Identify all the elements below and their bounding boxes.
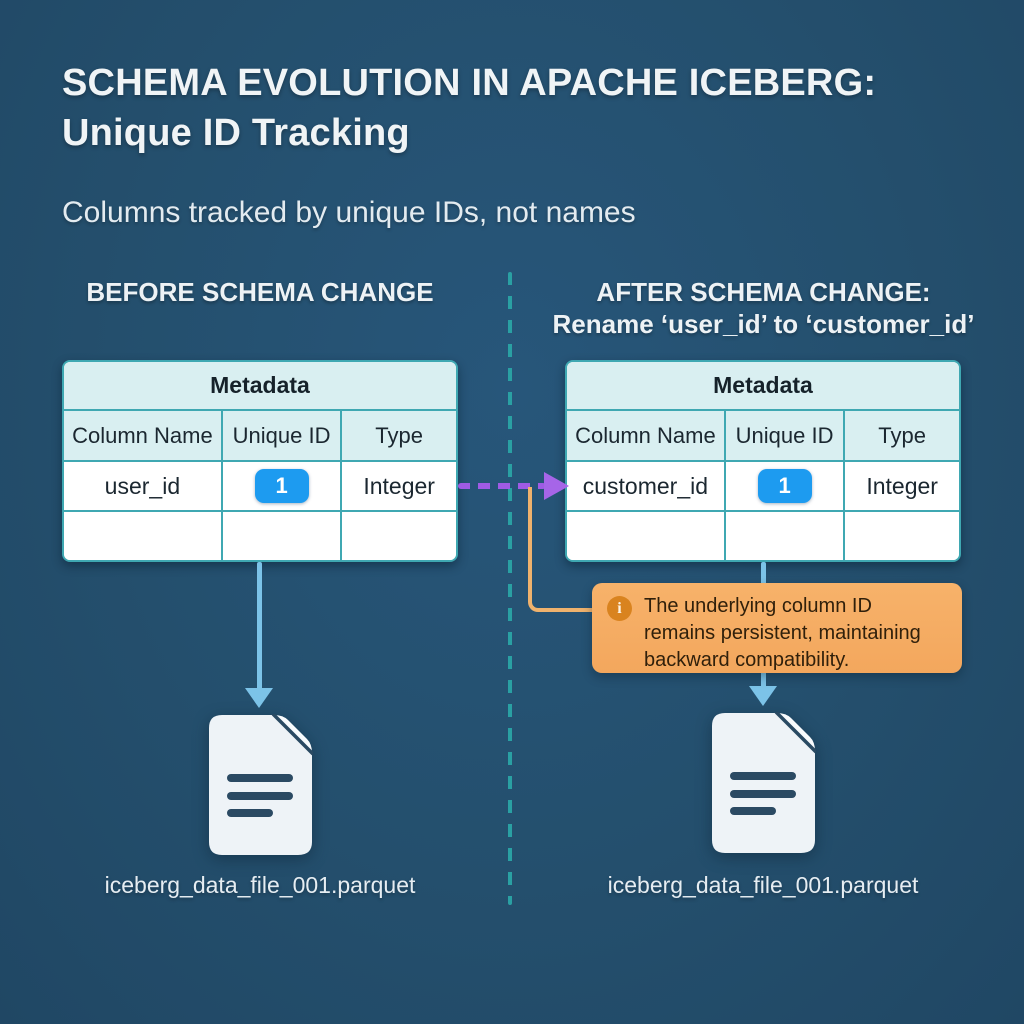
empty-cell bbox=[220, 512, 341, 560]
after-table-header-row: Column Name Unique ID Type bbox=[567, 409, 959, 460]
after-table-to-file-arrow-head-icon bbox=[749, 686, 777, 706]
before-table-title: Metadata bbox=[64, 362, 456, 409]
after-table-data-row: customer_id 1 Integer bbox=[567, 460, 959, 510]
after-metadata-table: Metadata Column Name Unique ID Type cust… bbox=[565, 360, 961, 562]
parquet-file-icon bbox=[209, 714, 313, 855]
after-file-label: iceberg_data_file_001.parquet bbox=[607, 872, 919, 898]
empty-cell bbox=[64, 512, 221, 560]
after-section-heading-line1: AFTER SCHEMA CHANGE: bbox=[596, 277, 931, 307]
before-file-label: iceberg_data_file_001.parquet bbox=[104, 872, 416, 898]
section-divider-dashed-line bbox=[508, 272, 512, 905]
before-cell-type: Integer bbox=[340, 462, 456, 510]
page-title-line2: Unique ID Tracking bbox=[62, 112, 410, 154]
empty-cell bbox=[723, 512, 844, 560]
after-cell-column-name: customer_id bbox=[567, 462, 724, 510]
after-cell-unique-id: 1 bbox=[723, 462, 844, 510]
after-table-empty-row bbox=[567, 510, 959, 560]
before-table-to-file-arrow-line bbox=[257, 562, 262, 690]
empty-cell bbox=[340, 512, 456, 560]
empty-cell bbox=[567, 512, 724, 560]
unique-id-badge: 1 bbox=[757, 469, 812, 503]
persistence-callout: i The underlying column ID remains persi… bbox=[592, 583, 962, 673]
before-col-header-unique-id: Unique ID bbox=[220, 411, 341, 460]
after-col-header-column-name: Column Name bbox=[567, 411, 724, 460]
after-section-heading-line2: Rename ‘user_id’ to ‘customer_id’ bbox=[552, 309, 975, 339]
after-col-header-type: Type bbox=[843, 411, 959, 460]
after-col-header-unique-id: Unique ID bbox=[723, 411, 844, 460]
page-title-line1: SCHEMA EVOLUTION IN APACHE ICEBERG: bbox=[62, 62, 877, 104]
unique-id-badge: 1 bbox=[254, 469, 309, 503]
before-metadata-table: Metadata Column Name Unique ID Type user… bbox=[62, 360, 458, 562]
before-section-heading: BEFORE SCHEMA CHANGE bbox=[86, 277, 434, 307]
after-section-heading: AFTER SCHEMA CHANGE: Rename ‘user_id’ to… bbox=[545, 276, 982, 340]
callout-connector-line bbox=[528, 487, 592, 612]
before-table-empty-row bbox=[64, 510, 456, 560]
page-subtitle: Columns tracked by unique IDs, not names bbox=[62, 196, 636, 229]
persistence-callout-text: The underlying column ID remains persist… bbox=[644, 595, 921, 671]
before-cell-column-name: user_id bbox=[64, 462, 221, 510]
rename-arrow-dashed-line bbox=[458, 483, 546, 489]
before-col-header-column-name: Column Name bbox=[64, 411, 221, 460]
rename-arrow-head-icon bbox=[544, 472, 569, 500]
after-table-title: Metadata bbox=[567, 362, 959, 409]
before-cell-unique-id: 1 bbox=[220, 462, 341, 510]
empty-cell bbox=[843, 512, 959, 560]
before-table-data-row: user_id 1 Integer bbox=[64, 460, 456, 510]
info-icon: i bbox=[607, 596, 632, 621]
after-cell-type: Integer bbox=[843, 462, 959, 510]
page-title: SCHEMA EVOLUTION IN APACHE ICEBERG: Uniq… bbox=[62, 58, 876, 158]
before-table-to-file-arrow-head-icon bbox=[245, 688, 273, 708]
parquet-file-icon bbox=[712, 712, 816, 853]
before-col-header-type: Type bbox=[340, 411, 456, 460]
before-table-header-row: Column Name Unique ID Type bbox=[64, 409, 456, 460]
